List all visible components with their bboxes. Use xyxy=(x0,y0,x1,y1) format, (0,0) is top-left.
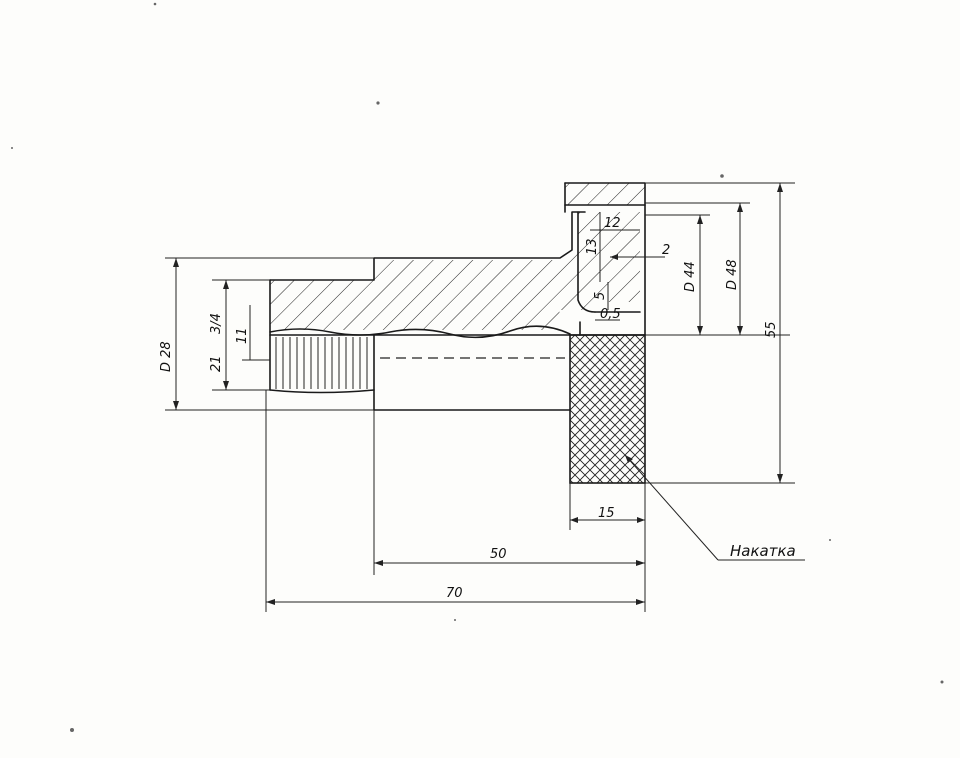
head-top-hatch xyxy=(565,183,645,205)
bore-line xyxy=(269,325,571,339)
knurl-zone xyxy=(569,334,646,484)
dim-d44-label: D 44 xyxy=(683,261,698,292)
dim-2-label: 2 xyxy=(662,243,670,258)
knurl-callout-label: Накатка xyxy=(730,542,796,560)
dim-5-label: 5 xyxy=(593,292,608,300)
part-section xyxy=(269,182,646,484)
dim-d28-label: D 28 xyxy=(159,341,174,372)
dim-55-label: 55 xyxy=(764,321,779,338)
dimension-lines xyxy=(165,182,805,612)
paper-specks xyxy=(11,2,944,732)
thread-zone xyxy=(271,337,373,389)
dim-21-label: 21 xyxy=(209,355,224,372)
dim-11-label: 11 xyxy=(235,327,250,344)
dim-12-label: 12 xyxy=(604,216,621,231)
dim-3-4-label: 3/4 xyxy=(209,313,224,334)
sleeve-wall-hatch xyxy=(270,212,640,330)
dim-70-label: 70 xyxy=(446,586,463,601)
dim-13-label: 13 xyxy=(585,238,600,255)
dim-0-5-label: 0,5 xyxy=(600,307,621,322)
dimension-labels: D 28 3/4 21 11 12 13 2 D 44 D 48 5 0,5 5… xyxy=(159,216,796,601)
dim-d48-label: D 48 xyxy=(725,259,740,290)
dim-50-label: 50 xyxy=(490,547,507,562)
sleeve-outline xyxy=(269,211,586,281)
dim-15-label: 15 xyxy=(598,506,615,521)
